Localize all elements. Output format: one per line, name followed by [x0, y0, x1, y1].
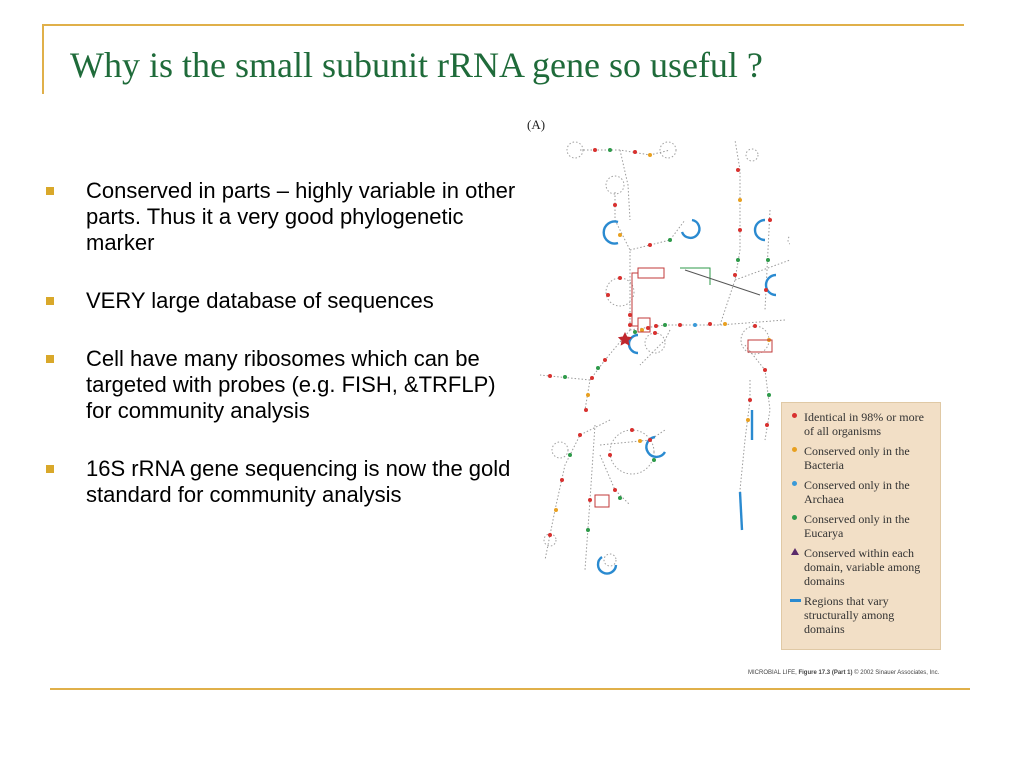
legend-item-identical: Identical in 98% or more of all organism…	[792, 410, 934, 438]
legend-item-within-domain: Conserved within each domain, variable a…	[791, 546, 934, 588]
slide-title: Why is the small subunit rRNA gene so us…	[70, 45, 763, 85]
legend-item-eucarya: Conserved only in the Eucarya	[792, 512, 934, 540]
rrna-secondary-structure-diagram	[539, 139, 790, 575]
caption-figure: Figure 17.3 (Part 1)	[798, 670, 853, 676]
legend-item-archaea: Conserved only in the Archaea	[792, 478, 934, 506]
legend-item-structural-variation: Regions that vary structurally among dom…	[790, 594, 934, 636]
bullet-item-database: VERY large database of sequences	[46, 288, 516, 314]
legend-text: Conserved only in the Archaea	[804, 478, 910, 506]
blue-dot-icon	[792, 481, 797, 486]
legend-text: Conserved only in the Eucarya	[804, 512, 910, 540]
legend-text: Conserved within each domain, variable a…	[804, 546, 921, 588]
purple-triangle-icon	[791, 548, 799, 555]
green-dot-icon	[792, 515, 797, 520]
bullet-square-icon	[46, 187, 54, 195]
figure-panel-label: (A)	[527, 117, 546, 132]
bullet-square-icon	[46, 465, 54, 473]
slide-frame-top-line	[42, 24, 964, 26]
red-dot-icon	[792, 413, 797, 418]
figure-legend: Identical in 98% or more of all organism…	[781, 402, 941, 650]
bullet-text: Conserved in parts – highly variable in …	[86, 178, 516, 255]
orange-dot-icon	[792, 447, 797, 452]
bullet-list: Conserved in parts – highly variable in …	[46, 178, 516, 540]
legend-text: Regions that vary structurally among dom…	[804, 594, 895, 636]
blue-bar-icon	[790, 599, 801, 602]
caption-book: MICROBIAL LIFE	[748, 670, 796, 676]
bullet-text: Cell have many ribosomes which can be ta…	[86, 346, 496, 423]
bullet-text: 16S rRNA gene sequencing is now the gold…	[86, 456, 511, 507]
caption-copyright: © 2002 Sinauer Associates, Inc.	[854, 670, 940, 676]
bullet-item-ribosomes: Cell have many ribosomes which can be ta…	[46, 346, 516, 424]
slide-frame-left-line	[42, 24, 44, 94]
bullet-square-icon	[46, 355, 54, 363]
legend-text: Identical in 98% or more of all organism…	[804, 410, 924, 438]
bullet-square-icon	[46, 297, 54, 305]
slide-frame-bottom-line	[50, 688, 970, 690]
bullet-text: VERY large database of sequences	[86, 288, 434, 313]
bullet-item-conserved: Conserved in parts – highly variable in …	[46, 178, 516, 256]
figure-caption: MICROBIAL LIFE, Figure 17.3 (Part 1) © 2…	[748, 670, 940, 676]
legend-text: Conserved only in the Bacteria	[804, 444, 910, 472]
bullet-item-gold-standard: 16S rRNA gene sequencing is now the gold…	[46, 456, 516, 508]
legend-item-bacteria: Conserved only in the Bacteria	[792, 444, 934, 472]
